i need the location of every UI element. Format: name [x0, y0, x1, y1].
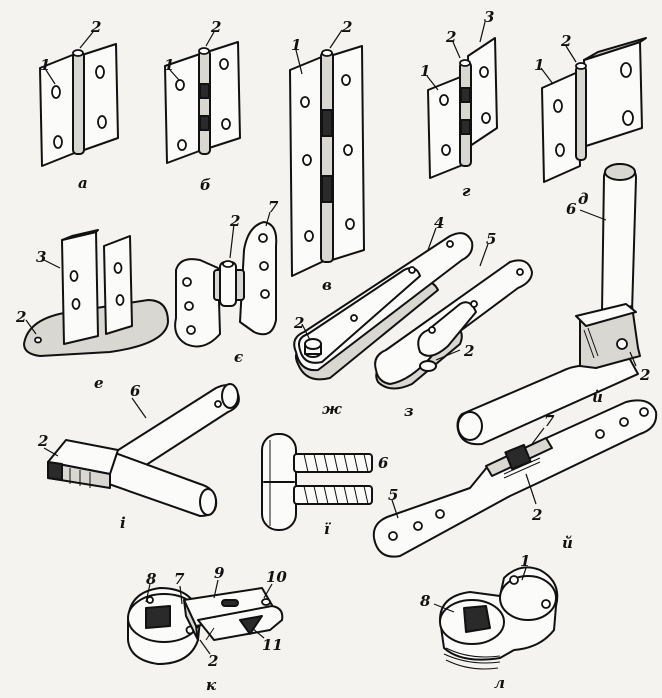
label-e-2: 2	[15, 308, 26, 326]
caption-i-top: й	[592, 388, 603, 406]
label-zh-2: 2	[293, 314, 304, 332]
label-d-1: 1	[534, 56, 544, 74]
caption-v: в	[322, 276, 332, 294]
caption-ye: є	[234, 348, 243, 366]
caption-k: к	[206, 676, 217, 694]
label-k-11: 11	[262, 636, 283, 654]
label-k-9: 9	[214, 564, 225, 582]
label-g-3: 3	[484, 8, 494, 26]
label-d-2: 2	[560, 32, 571, 50]
hinge-v-long	[289, 29, 365, 277]
label-itop-2: 2	[639, 366, 650, 384]
label-l-1: 1	[520, 552, 530, 570]
label-v-1: 1	[291, 36, 301, 54]
caption-d: д	[578, 190, 588, 208]
label-ye-2: 2	[229, 212, 240, 230]
caption-l: л	[494, 674, 505, 692]
caption-e: е	[94, 374, 104, 392]
hinge-g-overlay	[426, 21, 498, 179]
label-ye-7: 7	[268, 198, 279, 216]
label-k-10: 10	[266, 568, 287, 586]
caption-i-bottom: й	[562, 534, 573, 552]
hinge-z-bar	[374, 243, 533, 390]
hinge-e-base	[23, 229, 169, 357]
label-a-1: 1	[40, 56, 50, 74]
caption-zh: ж	[322, 400, 342, 418]
label-g-2: 2	[445, 28, 456, 46]
caption-g: г	[462, 182, 471, 200]
hinge-ye-pivot	[174, 211, 278, 348]
label-ibot-5: 5	[388, 486, 398, 504]
label-l-8: 8	[420, 592, 431, 610]
label-itop-6: 6	[566, 200, 577, 218]
hinge-l-cup	[433, 566, 559, 670]
hinge-ibot-long	[372, 399, 658, 558]
caption-yi: ї	[324, 520, 332, 538]
caption-b: б	[200, 176, 211, 194]
hinge-k-cup	[127, 579, 284, 665]
label-k-7: 7	[174, 570, 185, 588]
label-yi-6: 6	[378, 454, 389, 472]
hinge-b-knuckle	[164, 31, 241, 164]
label-ibot-2: 2	[531, 506, 542, 524]
hinge-a-butt	[39, 31, 119, 167]
label-i-2: 2	[37, 432, 48, 450]
label-z-2: 2	[463, 342, 474, 360]
caption-z: з	[404, 402, 414, 420]
hinge-d-angle	[540, 37, 647, 183]
label-b-1: 1	[164, 56, 174, 74]
label-zh-4: 4	[434, 214, 444, 232]
label-g-1: 1	[420, 62, 430, 80]
hinge-zh-bar	[293, 227, 474, 381]
label-k-2: 2	[207, 652, 218, 670]
label-b-2: 2	[210, 18, 221, 36]
label-z-5: 5	[486, 230, 496, 248]
hinge-itop-corner	[456, 163, 641, 446]
caption-i: і	[120, 514, 126, 532]
label-a-2: 2	[90, 18, 101, 36]
label-e-3: 3	[36, 248, 46, 266]
label-k-8: 8	[146, 570, 157, 588]
label-v-2: 2	[341, 18, 352, 36]
caption-a: а	[78, 174, 88, 192]
hinge-i-rod	[43, 383, 240, 517]
hinge-yi-threaded	[261, 433, 373, 531]
label-i-6: 6	[130, 382, 141, 400]
label-ibot-7: 7	[544, 412, 555, 430]
